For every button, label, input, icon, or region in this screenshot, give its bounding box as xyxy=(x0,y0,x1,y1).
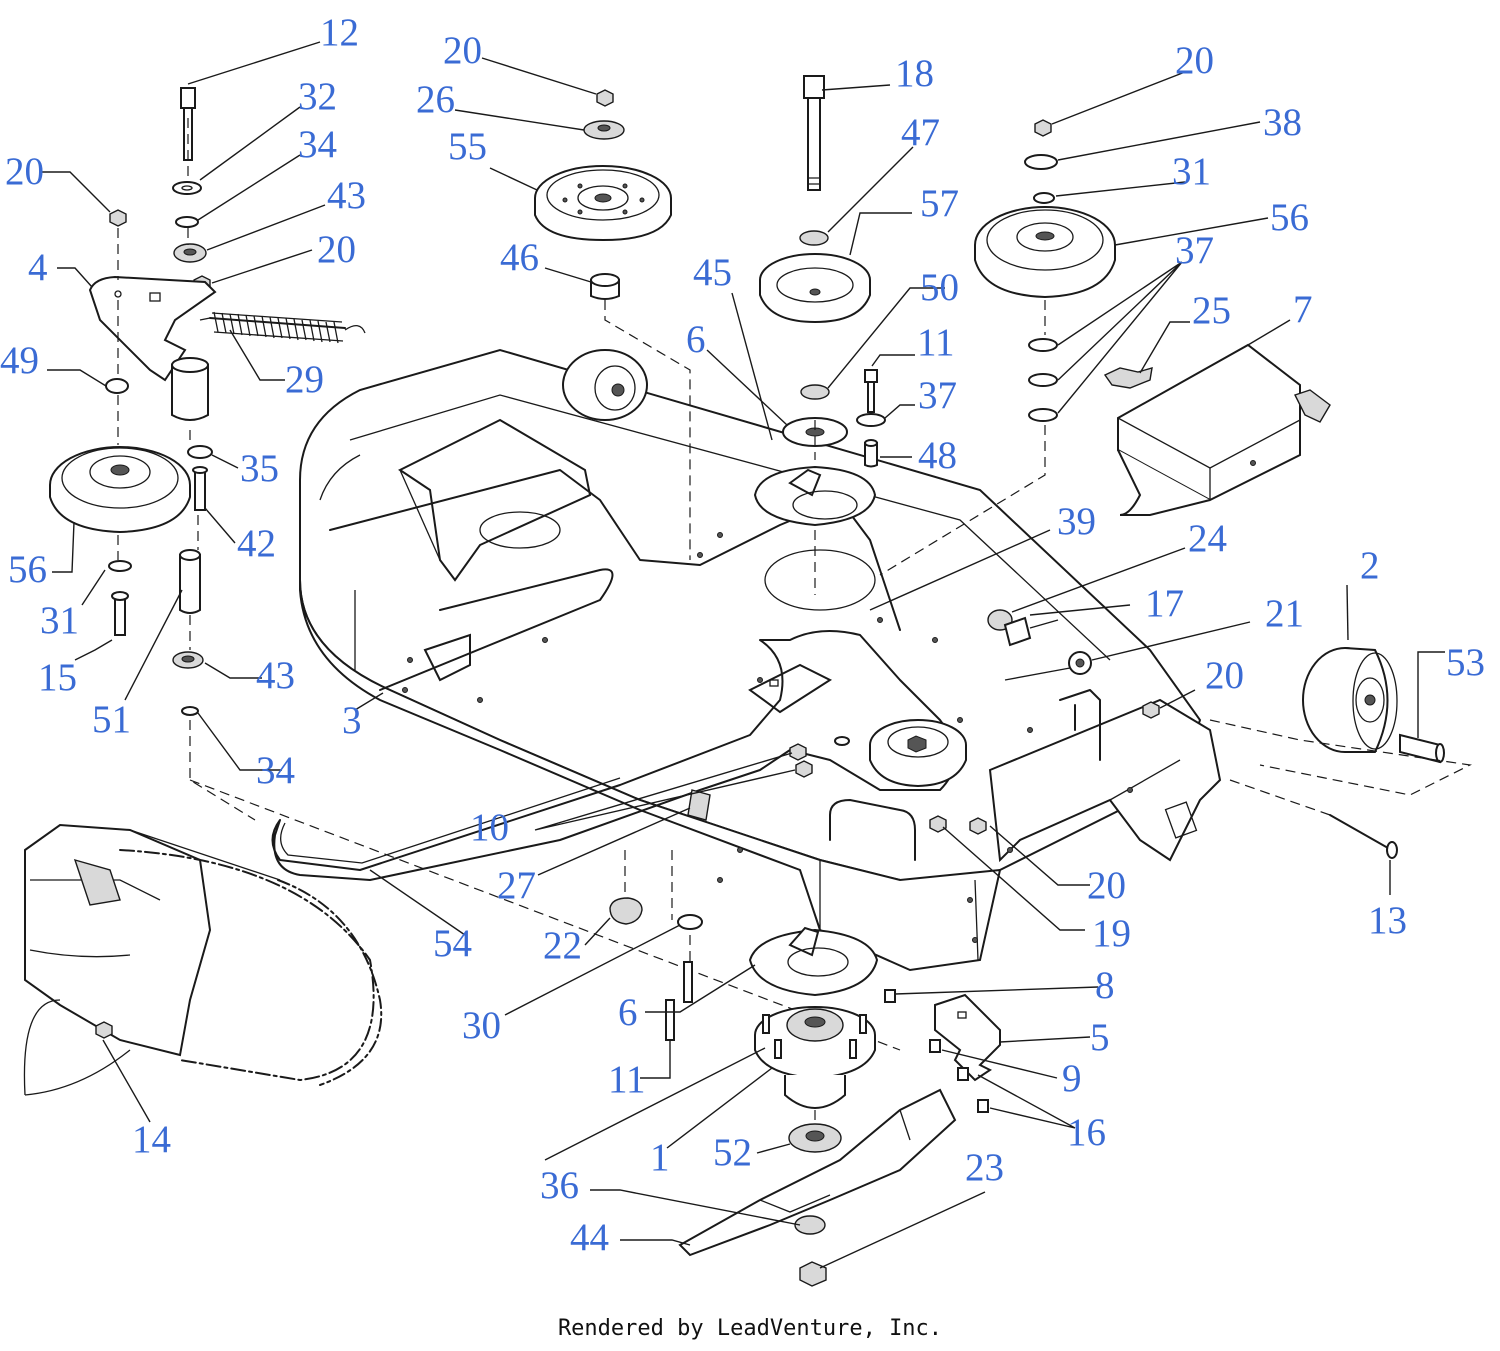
callout-45: 45 xyxy=(693,251,732,294)
callout-20: 20 xyxy=(5,150,44,193)
callout-20: 20 xyxy=(1087,864,1126,907)
callout-labels: 12 20 26 18 20 32 55 38 34 47 31 20 43 5… xyxy=(0,11,1485,1259)
callout-5: 5 xyxy=(1090,1016,1110,1059)
idler-arm-assembly xyxy=(49,87,901,1051)
callout-24: 24 xyxy=(1188,517,1227,560)
callout-6: 6 xyxy=(686,318,706,361)
center-pulley-stack xyxy=(534,89,691,560)
callout-16: 16 xyxy=(1067,1111,1106,1154)
callout-13: 13 xyxy=(1368,899,1407,942)
callout-49: 49 xyxy=(0,339,39,382)
callout-30: 30 xyxy=(462,1004,501,1047)
callout-20: 20 xyxy=(1205,654,1244,697)
callout-17: 17 xyxy=(1145,582,1184,625)
callout-2: 2 xyxy=(1360,544,1380,587)
rear-anti-scalp-wheel xyxy=(562,349,648,421)
callout-42: 42 xyxy=(237,522,276,565)
callout-18: 18 xyxy=(895,52,934,95)
blade-spindle-assembly xyxy=(609,850,957,1287)
callout-12: 12 xyxy=(320,11,359,54)
callout-26: 26 xyxy=(416,78,455,121)
callout-10: 10 xyxy=(470,806,509,849)
callout-44: 44 xyxy=(570,1216,609,1259)
callout-47: 47 xyxy=(901,111,940,154)
deck-fasteners xyxy=(687,719,987,835)
callout-46: 46 xyxy=(500,236,539,279)
callout-31: 31 xyxy=(40,599,79,642)
callout-20: 20 xyxy=(443,29,482,72)
callout-52: 52 xyxy=(713,1131,752,1174)
callout-34: 34 xyxy=(256,749,295,792)
callout-27: 27 xyxy=(497,864,536,907)
mower-deck-shell xyxy=(299,348,1222,972)
callout-25: 25 xyxy=(1192,289,1231,332)
callout-37: 37 xyxy=(1175,229,1214,272)
callout-53: 53 xyxy=(1446,641,1485,684)
callout-3: 3 xyxy=(342,699,362,742)
callout-36: 36 xyxy=(540,1164,579,1207)
callout-19: 19 xyxy=(1092,912,1131,955)
callout-21: 21 xyxy=(1265,592,1304,635)
gauge-wheel xyxy=(1209,647,1472,859)
callout-43: 43 xyxy=(327,174,366,217)
callout-11: 11 xyxy=(917,321,955,364)
callout-51: 51 xyxy=(92,698,131,741)
callout-38: 38 xyxy=(1263,101,1302,144)
callout-14: 14 xyxy=(132,1118,171,1161)
belt-cover xyxy=(1103,343,1331,516)
callout-9: 9 xyxy=(1062,1057,1082,1100)
lower-bracket-hardware xyxy=(884,989,1001,1113)
callout-37: 37 xyxy=(918,374,957,417)
spindle-pulley-stack xyxy=(753,75,877,595)
callout-34: 34 xyxy=(298,123,337,166)
callout-29: 29 xyxy=(285,358,324,401)
callout-7: 7 xyxy=(1293,288,1313,331)
leader-lines xyxy=(42,41,1445,1269)
callout-15: 15 xyxy=(38,656,77,699)
callout-39: 39 xyxy=(1057,500,1096,543)
right-side-hardware xyxy=(987,609,1160,719)
callout-32: 32 xyxy=(298,75,337,118)
callout-43: 43 xyxy=(256,654,295,697)
callout-48: 48 xyxy=(918,434,957,477)
callout-56: 56 xyxy=(1270,196,1309,239)
callout-11: 11 xyxy=(608,1058,646,1101)
callout-6: 6 xyxy=(618,991,638,1034)
bolt-washer-bushing xyxy=(856,369,886,468)
callout-20: 20 xyxy=(317,228,356,271)
callout-31: 31 xyxy=(1172,150,1211,193)
callout-56: 56 xyxy=(8,548,47,591)
callout-20: 20 xyxy=(1175,39,1214,82)
deck-side-inset xyxy=(23,823,383,1096)
callout-55: 55 xyxy=(448,125,487,168)
callout-4: 4 xyxy=(28,246,48,289)
callout-1: 1 xyxy=(650,1136,670,1179)
render-credit-footer: Rendered by LeadVenture, Inc. xyxy=(557,1316,943,1341)
callout-23: 23 xyxy=(965,1146,1004,1189)
callout-35: 35 xyxy=(240,447,279,490)
baffle-plate xyxy=(748,663,833,714)
callout-8: 8 xyxy=(1095,964,1115,1007)
callout-50: 50 xyxy=(920,266,959,309)
callout-57: 57 xyxy=(920,182,959,225)
drive-belt xyxy=(271,469,956,881)
callout-22: 22 xyxy=(543,924,582,967)
callout-54: 54 xyxy=(433,922,472,965)
